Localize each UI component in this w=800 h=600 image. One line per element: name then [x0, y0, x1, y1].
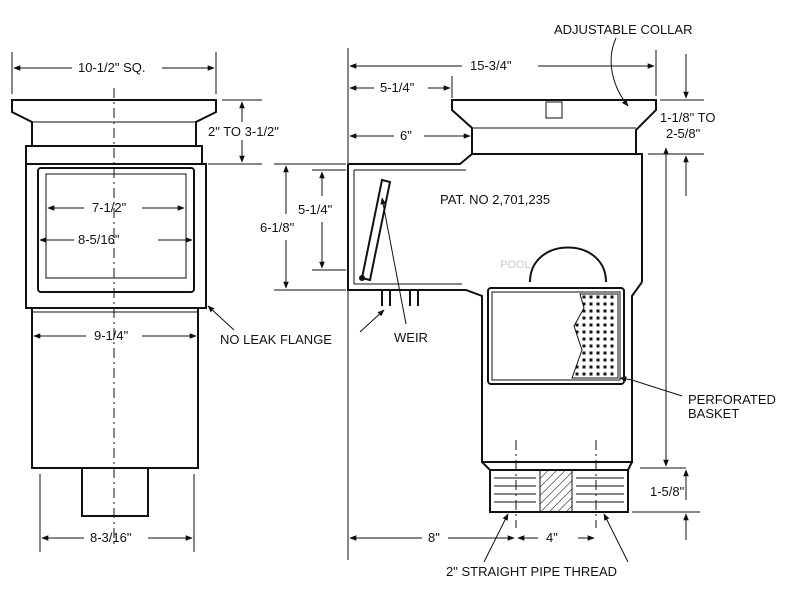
label-port-offset: 8" [428, 530, 440, 545]
side-collar [451, 99, 657, 155]
label-throat-outer: 6-1/8" [260, 220, 295, 235]
label-port-spacing: 4" [546, 530, 558, 545]
label-bottom-width: 8-3/16" [90, 530, 132, 545]
label-front-offset-1: 5-1/4" [380, 80, 415, 95]
front-view [11, 88, 217, 546]
labels: 10-1/2" SQ. 2" TO 3-1/2" 7-1/2" 8-5/16" … [78, 22, 776, 579]
label-front-offset-2: 6" [400, 128, 412, 143]
side-lower-housing [481, 461, 633, 471]
label-perforated-2: BASKET [688, 406, 739, 421]
weir-flap [359, 178, 392, 282]
label-opening-inner: 7-1/2" [92, 200, 127, 215]
label-pipe-thread: 2" STRAIGHT PIPE THREAD [446, 564, 617, 579]
label-no-leak-flange: NO LEAK FLANGE [220, 332, 332, 347]
equalizer-dome [529, 246, 607, 283]
label-collar-height: 2" TO 3-1/2" [208, 124, 279, 139]
label-throat-inner: 5-1/4" [298, 202, 333, 217]
label-top-width: 10-1/2" SQ. [78, 60, 145, 75]
side-view: POOL [347, 99, 657, 528]
front-opening [45, 173, 187, 279]
perforated-basket [487, 287, 625, 385]
label-body-width: 9-1/4" [94, 328, 129, 343]
threaded-port [489, 469, 629, 513]
label-collar-adjust-2: 2-5/8" [666, 126, 701, 141]
front-bottom-port [81, 468, 149, 517]
label-patent: PAT. NO 2,701,235 [440, 192, 550, 207]
label-weir: WEIR [394, 330, 428, 345]
flange-pegs [381, 290, 419, 306]
label-opening-outer: 8-5/16" [78, 232, 120, 247]
front-opening-frame [37, 167, 195, 293]
label-collar-adjust-1: 1-1/8" TO [660, 110, 715, 125]
side-body [347, 138, 643, 463]
watermark: POOL [500, 259, 531, 271]
dimension-lines [11, 37, 704, 563]
label-perforated-1: PERFORATED [688, 392, 776, 407]
label-thread-length: 1-5/8" [650, 484, 685, 499]
front-lower-body [31, 308, 199, 469]
front-upper-body [25, 163, 207, 309]
label-overall-length: 15-3/4" [470, 58, 512, 73]
label-adjustable-collar: ADJUSTABLE COLLAR [554, 22, 692, 37]
